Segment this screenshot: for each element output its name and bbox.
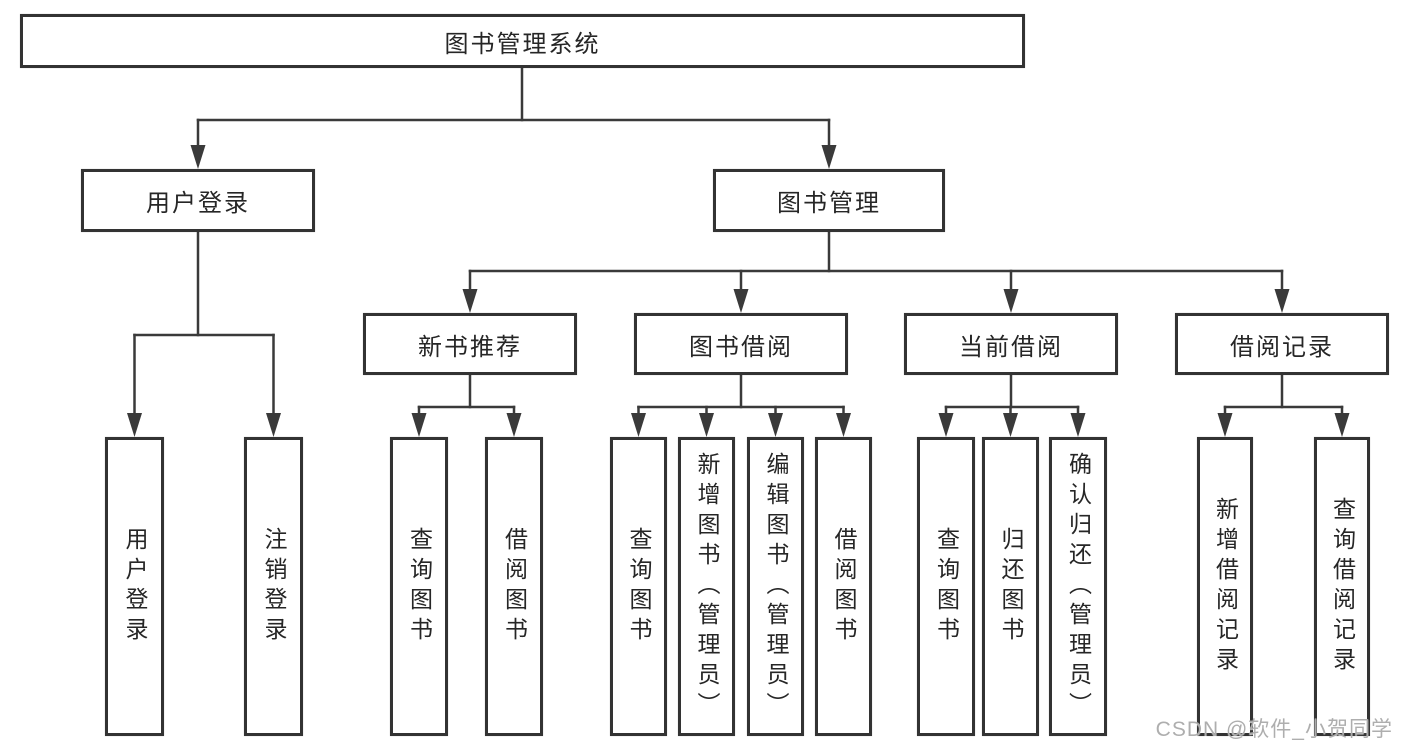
watermark: CSDN @软件_小贺同学 — [1155, 718, 1393, 741]
node-borrowing-records: 借阅记录 — [1175, 313, 1389, 375]
node-book-management: 图书管理 — [713, 169, 945, 232]
leaf-user-login: 用户登录 — [105, 437, 164, 736]
leaf-return-book: 归还图书 — [982, 437, 1039, 736]
leaf-add-book-admin: 新增图书（管理员） — [678, 437, 735, 736]
node-current-borrowing: 当前借阅 — [904, 313, 1118, 375]
node-user-login: 用户登录 — [81, 169, 315, 232]
leaf-borrow-books: 借阅图书 — [815, 437, 872, 736]
node-root-library-system: 图书管理系统 — [20, 14, 1025, 68]
leaf-query-books-recommend: 查询图书 — [390, 437, 448, 736]
leaf-query-books-current: 查询图书 — [917, 437, 975, 736]
node-book-borrowing: 图书借阅 — [634, 313, 848, 375]
leaf-confirm-return-admin: 确认归还（管理员） — [1049, 437, 1107, 736]
node-new-book-recommendation: 新书推荐 — [363, 313, 577, 375]
leaf-query-books-borrow: 查询图书 — [610, 437, 667, 736]
leaf-query-borrow-record: 查询借阅记录 — [1314, 437, 1370, 736]
leaf-borrow-books-recommend: 借阅图书 — [485, 437, 543, 736]
leaf-logout: 注销登录 — [244, 437, 303, 736]
leaf-edit-book-admin: 编辑图书（管理员） — [747, 437, 804, 736]
leaf-add-borrow-record: 新增借阅记录 — [1197, 437, 1253, 736]
